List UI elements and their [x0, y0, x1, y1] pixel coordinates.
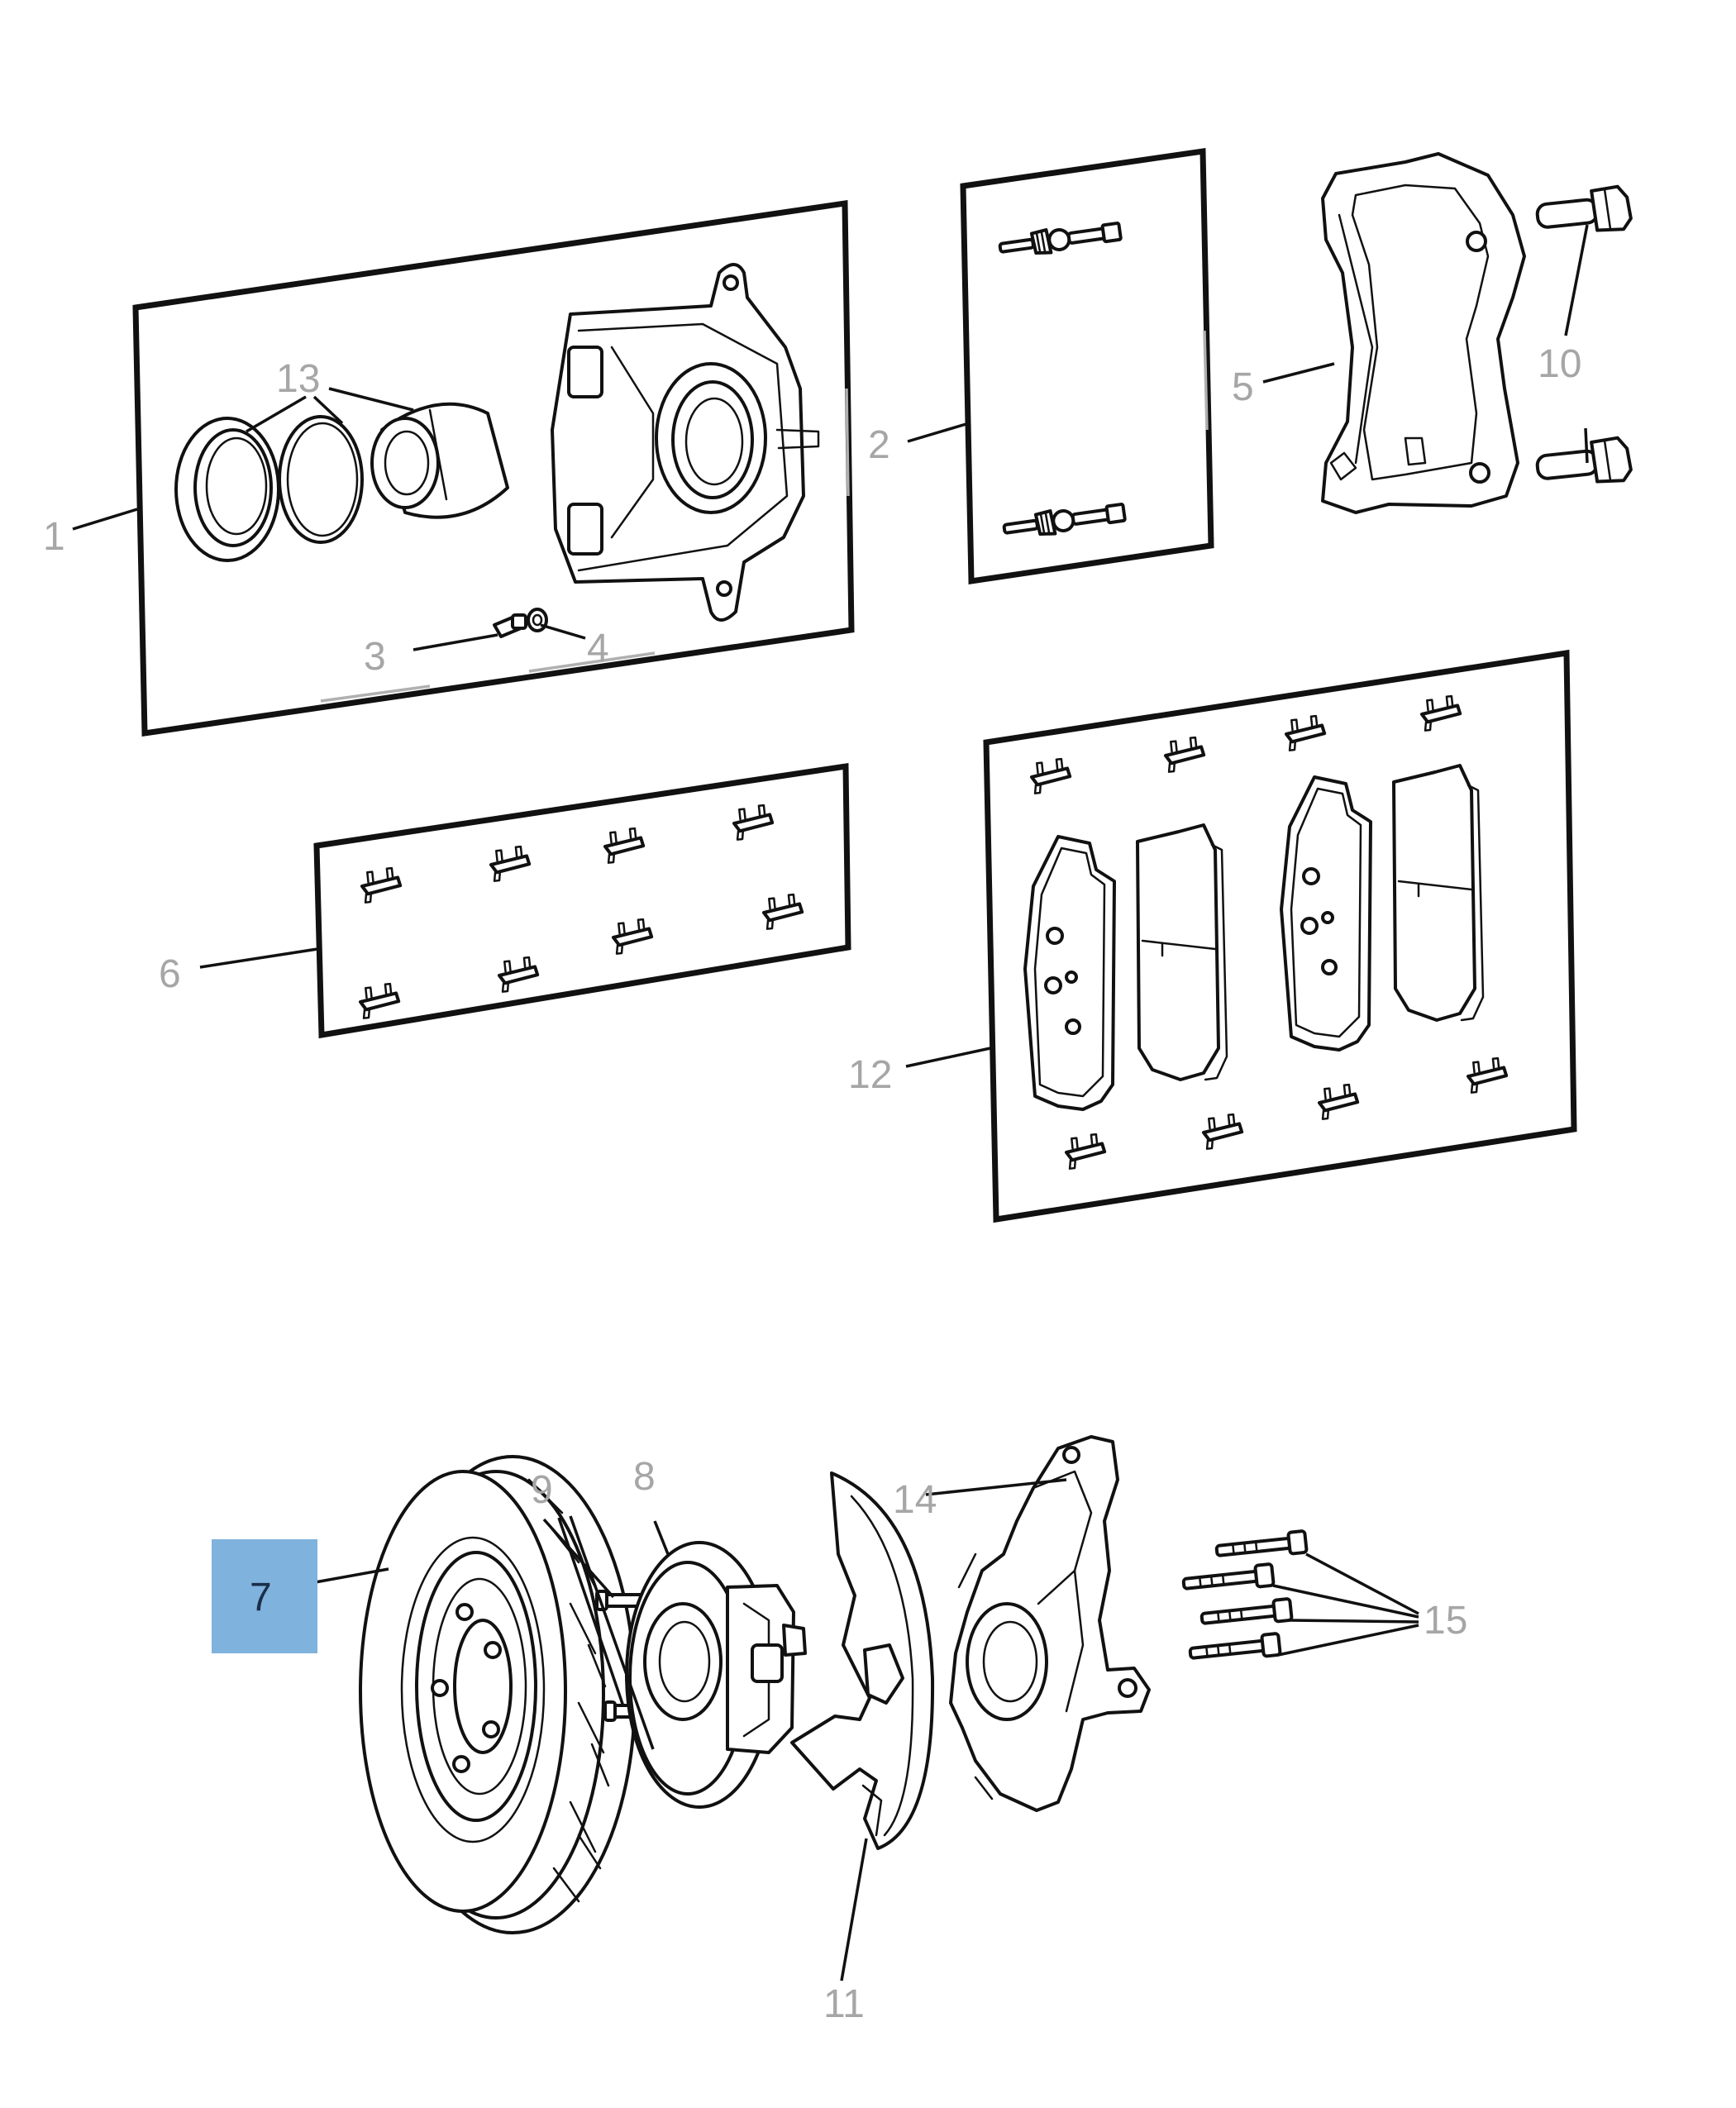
bleeder-cap-part[interactable] [527, 608, 548, 632]
caliper-seal-part[interactable] [174, 417, 280, 562]
caliper-kit-panel [132, 199, 855, 737]
callout-11[interactable]: 11 [823, 1982, 865, 2026]
callout-8[interactable]: 8 [633, 1455, 656, 1499]
brake-pad-inner-left-part[interactable] [1023, 835, 1116, 1111]
callout-12[interactable]: 12 [848, 1053, 892, 1097]
callout-1[interactable]: 1 [43, 515, 65, 559]
callout-labels: 1 2 3 4 5 6 7 8 9 10 11 12 13 14 15 [43, 342, 1581, 2026]
o-ring-part[interactable] [278, 415, 364, 544]
callout-13[interactable]: 13 [276, 357, 320, 401]
brake-rotor-part[interactable] [359, 1455, 637, 1934]
caliper-housing-part[interactable] [551, 263, 820, 622]
callout-7[interactable]: 7 [250, 1576, 272, 1619]
adapter-bolt-upper-part[interactable] [1535, 184, 1633, 237]
steering-knuckle-part[interactable] [949, 1435, 1151, 1812]
callout-6[interactable]: 6 [159, 952, 181, 996]
brake-pad-outer-left-part[interactable] [1136, 823, 1228, 1081]
selected-callout-highlight [212, 1539, 317, 1653]
caliper-adapter-part[interactable] [1321, 152, 1526, 514]
callout-15[interactable]: 15 [1424, 1599, 1467, 1643]
callout-2[interactable]: 2 [868, 423, 890, 467]
callout-4[interactable]: 4 [587, 627, 609, 670]
brake-pad-outer-right-part[interactable] [1392, 764, 1485, 1022]
callout-14[interactable]: 14 [893, 1478, 937, 1522]
leader-lines [72, 224, 1589, 1982]
brake-pad-inner-right-part[interactable] [1280, 775, 1372, 1052]
bleeder-screw-part[interactable] [493, 613, 527, 638]
callout-5[interactable]: 5 [1232, 365, 1254, 409]
callout-10[interactable]: 10 [1538, 342, 1581, 386]
callout-9[interactable]: 9 [531, 1468, 553, 1512]
adapter-bolt-lower-part[interactable] [1535, 436, 1633, 489]
knuckle-bolt-parts[interactable] [1180, 1529, 1309, 1666]
hub-bearing-part[interactable] [625, 1541, 807, 1809]
callout-3[interactable]: 3 [364, 635, 386, 679]
brake-pad-kit-panel [983, 649, 1577, 1223]
dust-shield-part[interactable] [790, 1471, 935, 1850]
clip-kit-panel [313, 762, 851, 1039]
guide-pin-kit-panel [960, 147, 1214, 585]
caliper-piston-part[interactable] [370, 402, 509, 519]
